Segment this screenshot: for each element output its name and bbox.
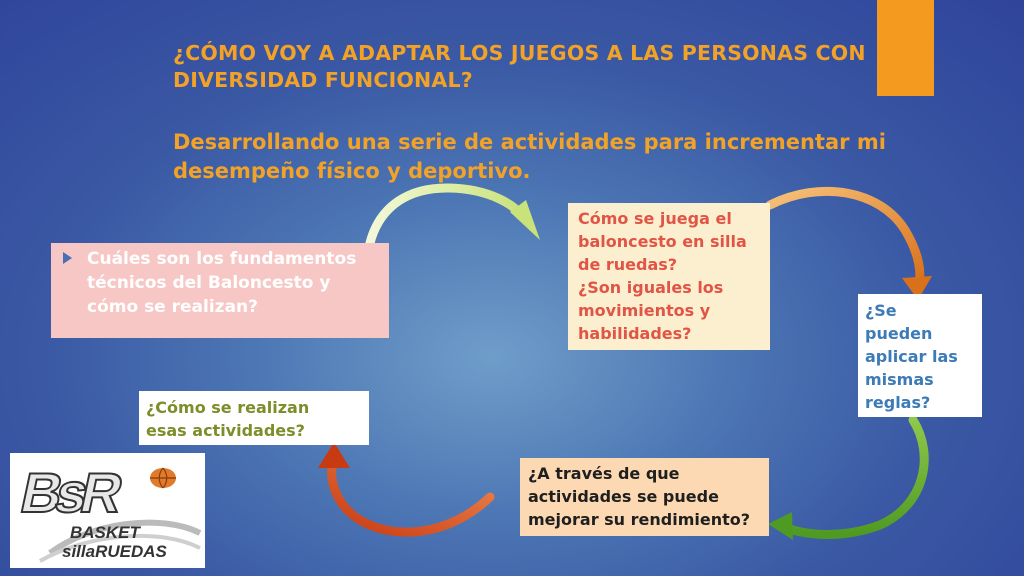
reglas-line: pueden	[865, 324, 933, 343]
arrow-bottom-left	[318, 442, 495, 537]
basketball-icon	[150, 467, 176, 489]
accent-bar	[877, 0, 934, 96]
bullet-arrow-icon	[63, 252, 72, 264]
logo-swoosh	[39, 519, 202, 563]
reglas-line: aplicar las	[865, 347, 958, 366]
arrow-bottom-right	[768, 415, 929, 540]
como-se-realizan-line: ¿Cómo se realizan	[146, 398, 310, 417]
box-fundamentos: Cuáles son los fundamentos técnicos del …	[51, 243, 389, 338]
reglas-line: mismas	[865, 370, 934, 389]
como-se-juega-line: baloncesto en silla	[578, 232, 747, 251]
reglas-line: ¿Se	[865, 301, 897, 320]
reglas-line: reglas?	[865, 393, 931, 412]
slide-subtitle: Desarrollando una serie de actividades p…	[173, 130, 886, 183]
actividades-line: actividades se puede	[528, 487, 719, 506]
fundamentos-text: Cuáles son los fundamentos técnicos del …	[87, 249, 357, 317]
logo-silla-text: sillaRUEDAS	[62, 542, 167, 561]
logo-basket-text: BASKET	[70, 523, 140, 542]
box-reglas: ¿Se pueden aplicar las mismas reglas?	[858, 294, 982, 417]
logo-letters: BsR	[14, 460, 123, 525]
como-se-juega-line: movimientos y	[578, 301, 711, 320]
box-como-se-realizan: ¿Cómo se realizan esas actividades?	[139, 391, 369, 445]
slide-title: ¿CÓMO VOY A ADAPTAR LOS JUEGOS A LAS PER…	[173, 41, 866, 92]
como-se-juega-line: ¿Son iguales los	[578, 278, 724, 297]
box-actividades-mejorar: ¿A través de que actividades se puede me…	[520, 458, 769, 536]
como-se-juega-line: habilidades?	[578, 324, 692, 343]
como-se-juega-line: de ruedas?	[578, 255, 678, 274]
actividades-line: ¿A través de que	[528, 464, 680, 483]
box-como-se-juega: Cómo se juega el baloncesto en silla de …	[568, 203, 770, 350]
arrow-top-left	[365, 183, 540, 248]
como-se-realizan-line: esas actividades?	[146, 421, 305, 440]
como-se-juega-line: Cómo se juega el	[578, 209, 732, 228]
actividades-line: mejorar su rendimiento?	[528, 510, 751, 529]
arrow-top-right	[765, 186, 932, 300]
bsr-logo: BsR BASKET sillaRUEDAS	[10, 453, 205, 568]
